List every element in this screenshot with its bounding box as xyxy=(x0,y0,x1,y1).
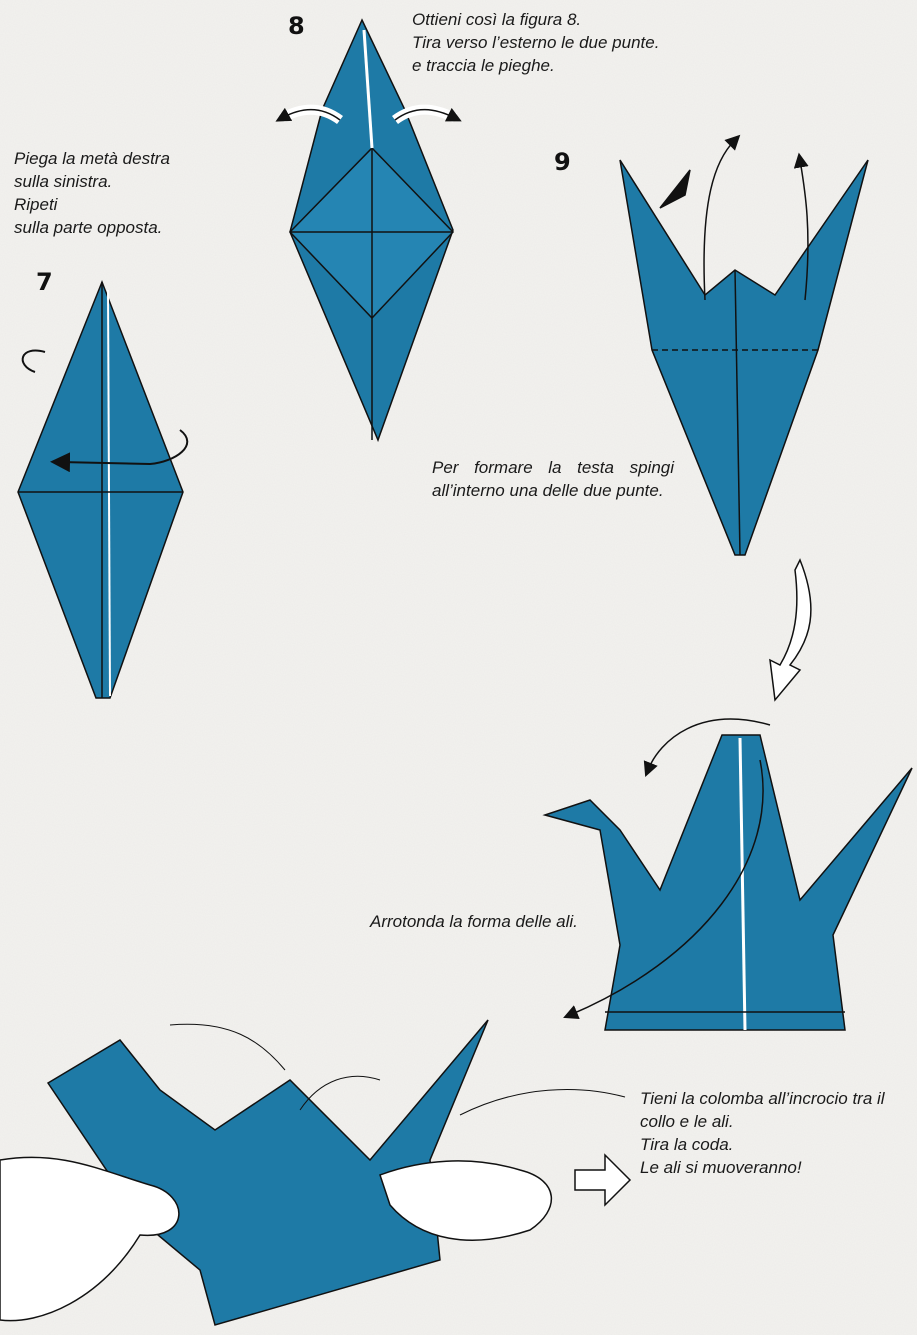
step-number-8: 8 xyxy=(288,14,305,38)
step7-fold-figure xyxy=(18,282,187,698)
step11-caption: Tieni la colomba all’incrocio tra il col… xyxy=(640,1087,885,1179)
step-number-9: 9 xyxy=(554,150,571,174)
step8-caption: Ottieni così la figura 8. Tira verso l’e… xyxy=(412,8,659,77)
step8-fold-figure xyxy=(282,20,455,440)
step7-caption: Piega la metà destra sulla sinistra. Rip… xyxy=(14,147,170,239)
step10-crane-figure xyxy=(545,719,912,1030)
step9-caption: Per formare la testa spingi all’interno … xyxy=(432,456,674,502)
step-number-7: 7 xyxy=(36,270,53,294)
step11-hands-figure xyxy=(0,1020,630,1325)
transition-arrow xyxy=(770,560,811,700)
step10-caption: Arrotonda la forma delle ali. xyxy=(370,910,578,933)
